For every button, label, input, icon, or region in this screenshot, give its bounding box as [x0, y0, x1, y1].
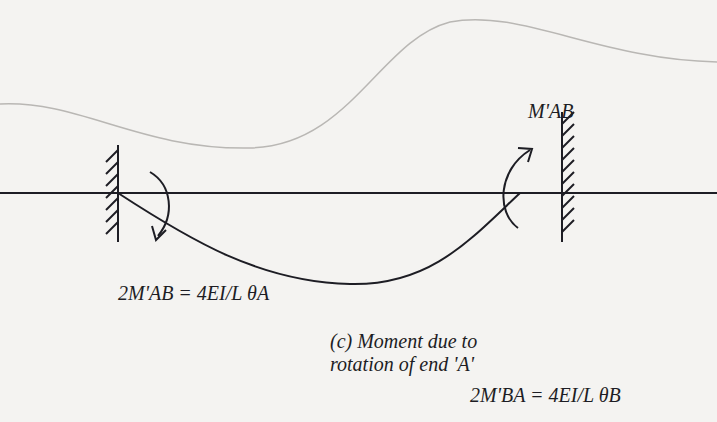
caption-note: (c) Moment due to rotation of end 'A'	[330, 330, 535, 376]
fixed-support	[562, 112, 574, 242]
moment-label: 2M'AB = 4EI/L θA	[118, 282, 269, 305]
beam-axis	[0, 192, 717, 194]
moment-arrow	[503, 150, 530, 228]
arrow-head	[518, 148, 532, 162]
moment-label: M'AB	[528, 100, 573, 123]
arrow-head	[152, 226, 166, 240]
fixed-support	[106, 145, 118, 242]
bleed-curve	[0, 20, 717, 148]
deflected-shape	[118, 193, 520, 284]
moment-label: 2M'BA = 4EI/L θB	[470, 384, 621, 407]
